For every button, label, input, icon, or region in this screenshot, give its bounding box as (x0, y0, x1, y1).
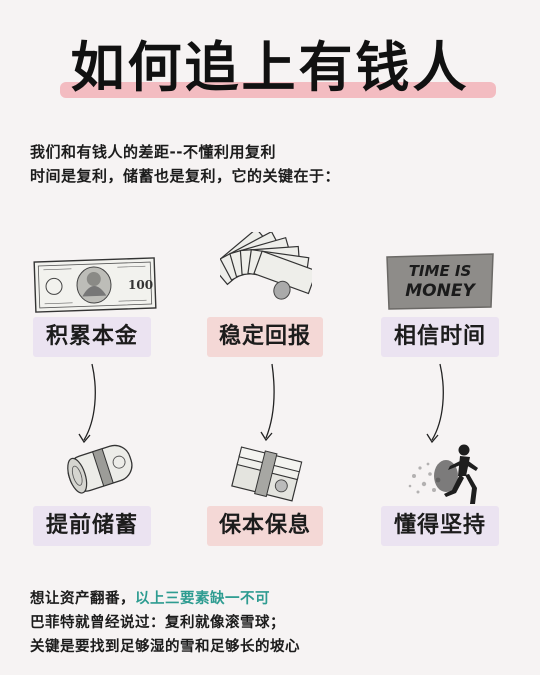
outro-line-1-plain: 想让资产翻番， (30, 591, 135, 607)
outro-text: 想让资产翻番，以上三要素缺一不可 巴菲特就曾经说过：复利就像滚雪球； 关键是要找… (30, 587, 520, 659)
page-title: 如何追上有钱人 (70, 36, 470, 99)
time-is-money-sign-icon: TIME IS MONEY (386, 253, 494, 310)
arrow-down-left (78, 363, 96, 444)
title-highlight (60, 82, 496, 98)
outro-line-1-accent: 以上三要素缺一不可 (135, 591, 270, 607)
label-persist: 懂得坚持 (381, 506, 499, 546)
label-preserve-capital: 保本保息 (207, 506, 323, 546)
arrow-down-middle (260, 363, 275, 442)
label-save-more: 提前储蓄 (33, 506, 151, 546)
outro-line-3: 关键是要找到足够湿的雪和足够长的坡心 (30, 639, 300, 655)
intro-line-1: 我们和有钱人的差距--不懂利用复利 (30, 143, 276, 161)
time-is-line: TIME IS (409, 262, 472, 280)
outro-line-2: 巴菲特就曾经说过：复利就像滚雪球； (30, 615, 285, 631)
money-line: MONEY (405, 281, 476, 301)
dollar-bill-icon: 100 (33, 257, 157, 313)
running-man-icon (408, 444, 478, 504)
intro-line-2: 时间是复利，储蓄也是复利，它的关键在于： (30, 167, 341, 185)
label-accumulate-capital: 积累本金 (33, 317, 151, 357)
money-stack-icon (231, 446, 303, 502)
outro-line-1: 想让资产翻番，以上三要素缺一不可 (30, 587, 520, 611)
bill-denomination: 100 (128, 278, 153, 292)
label-trust-time: 相信时间 (381, 317, 499, 357)
intro-text: 我们和有钱人的差距--不懂利用复利 时间是复利，储蓄也是复利，它的关键在于： (30, 140, 510, 188)
label-stable-return: 稳定回报 (207, 317, 323, 357)
arrow-down-right (426, 363, 444, 444)
title-block: 如何追上有钱人 (0, 28, 540, 108)
money-roll-icon (67, 444, 133, 494)
money-fan-icon (220, 232, 312, 300)
